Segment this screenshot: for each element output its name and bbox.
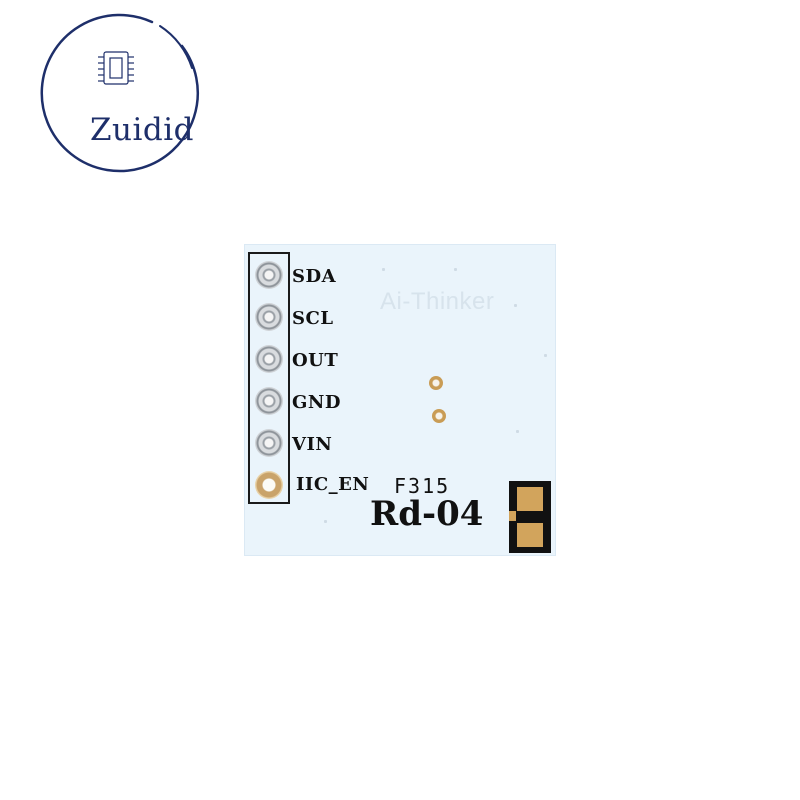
- brand-logo: Zuidid: [32, 8, 202, 178]
- pin-header-outline: [248, 252, 290, 504]
- board-dot: [544, 354, 547, 357]
- pin-label-iic-en: IIC_EN: [296, 474, 370, 495]
- pin-hole-iic-en: [255, 471, 283, 499]
- pin-hole-gnd: [255, 387, 283, 415]
- radar-module-board: Ai-Thinker SDA SCL OUT GND VIN IIC_EN F3…: [244, 244, 556, 556]
- pin-label-sda: SDA: [292, 266, 337, 287]
- solder-pad: [517, 487, 543, 511]
- via-hole: [429, 376, 443, 390]
- antenna-pad-block: [509, 481, 551, 553]
- board-dot: [382, 268, 385, 271]
- via-hole: [432, 409, 446, 423]
- board-dot: [514, 304, 517, 307]
- silkscreen-logo: Ai-Thinker: [380, 288, 495, 315]
- pin-hole-out: [255, 345, 283, 373]
- solder-pad: [517, 523, 543, 547]
- solder-pad-small: [509, 511, 516, 521]
- pin-hole-scl: [255, 303, 283, 331]
- board-dot: [454, 268, 457, 271]
- pin-label-scl: SCL: [292, 308, 334, 329]
- board-code: F315: [394, 474, 451, 498]
- chip-icon: [98, 51, 134, 85]
- pin-hole-vin: [255, 429, 283, 457]
- board-dot: [516, 430, 519, 433]
- pin-label-gnd: GND: [292, 392, 341, 413]
- pin-label-vin: VIN: [292, 434, 333, 455]
- pin-hole-sda: [255, 261, 283, 289]
- pin-label-out: OUT: [292, 350, 339, 371]
- logo-ring-icon: [40, 13, 200, 173]
- model-name: Rd-04: [370, 494, 484, 534]
- brand-name: Zuidid: [90, 112, 195, 148]
- board-dot: [324, 520, 327, 523]
